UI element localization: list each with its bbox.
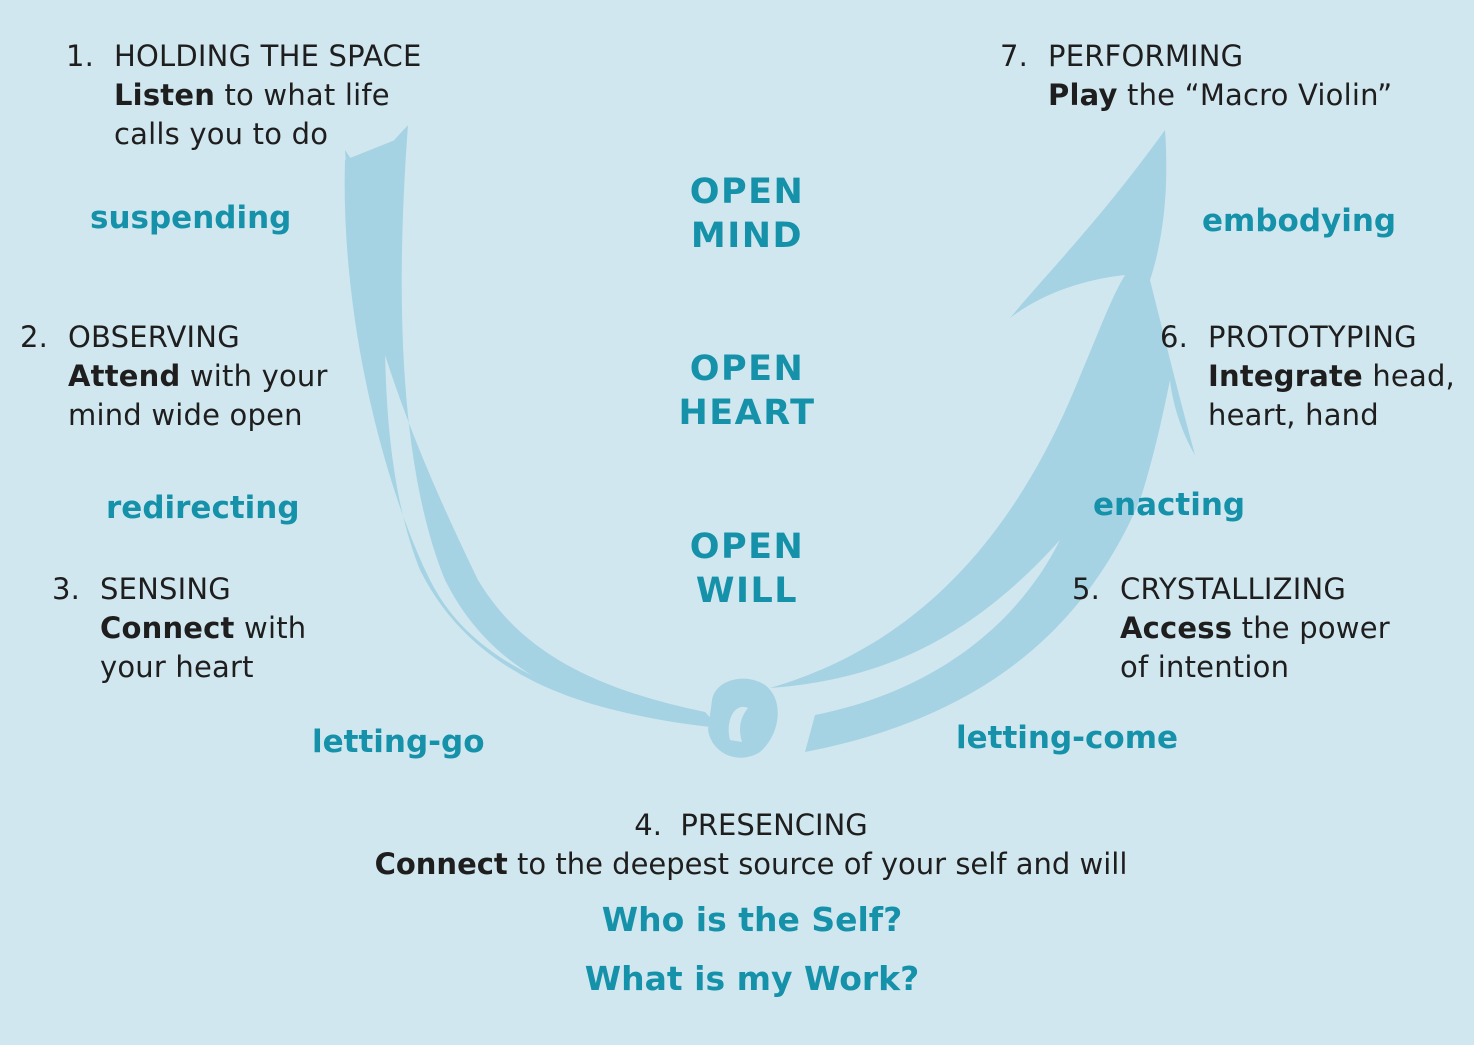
process-suspending: suspending [90, 200, 292, 236]
stage-lead: Access [1120, 611, 1233, 645]
stage-lead: Connect [100, 611, 235, 645]
stage-number: 1. [66, 39, 95, 73]
open-will-line2: WILL [695, 571, 799, 611]
open-heart: OPEN HEART [627, 347, 867, 435]
stage-2-observing: 2. OBSERVING Attend with your mind wide o… [20, 318, 328, 435]
stage-number: 5. [1072, 572, 1101, 606]
stage-6-prototyping: 6. PROTOTYPING Integrate head, heart, han… [1160, 318, 1455, 435]
open-mind-line2: MIND [690, 216, 804, 256]
stage-text: to what life [215, 78, 390, 112]
stage-number: 3. [52, 572, 81, 606]
open-mind: OPEN MIND [627, 170, 867, 258]
stage-title: CRYSTALLIZING [1120, 572, 1347, 606]
stage-number: 7. [1000, 39, 1029, 73]
stage-text: with [234, 611, 307, 645]
stage-text: to the deepest source of your self and w… [507, 847, 1128, 881]
stage-title: PROTOTYPING [1208, 320, 1417, 354]
stage-text-line2: calls you to do [114, 117, 329, 151]
process-letting-go: letting-go [312, 724, 485, 760]
question-what-is-my-work: What is my Work? [584, 959, 920, 998]
stage-text: the power [1232, 611, 1390, 645]
open-will: OPEN WILL [627, 525, 867, 613]
open-heart-line2: HEART [678, 393, 816, 433]
stage-4-presencing: 4. PRESENCING Connect to the deepest sou… [0, 806, 1474, 884]
stage-number: 6. [1160, 320, 1189, 354]
stage-text-line2: heart, hand [1208, 398, 1379, 432]
process-letting-come: letting-come [956, 720, 1179, 756]
stage-5-crystallizing: 5. CRYSTALLIZING Access the power of inte… [1072, 570, 1390, 687]
stage-title: SENSING [100, 572, 231, 606]
process-enacting: enacting [1093, 487, 1246, 523]
stage-title: HOLDING THE SPACE [114, 39, 422, 73]
process-redirecting: redirecting [106, 490, 300, 526]
bottom-swirl [708, 678, 778, 758]
stage-text: the “Macro Violin” [1117, 78, 1393, 112]
open-will-line1: OPEN [689, 527, 805, 567]
question-who-is-the-self: Who is the Self? [601, 900, 903, 939]
process-embodying: embodying [1202, 203, 1397, 239]
stage-lead: Listen [114, 78, 216, 112]
left-descending-stroke-inner [344, 140, 700, 725]
stage-1-holding-the-space: 1.HOLDING THE SPACE Listen to what life … [66, 37, 421, 154]
stage-text-line2: your heart [100, 650, 254, 684]
stage-7-performing: 7. PERFORMING Play the “Macro Violin” [1000, 37, 1392, 115]
bottom-swirl-highlight [728, 706, 748, 742]
stage-text: with your [180, 359, 328, 393]
stage-title: PRESENCING [680, 808, 868, 842]
stage-number: 4. [634, 808, 662, 842]
stage-text-line2: of intention [1120, 650, 1290, 684]
stage-text: head, [1362, 359, 1455, 393]
open-heart-line1: OPEN [689, 349, 805, 389]
stage-text-line2: mind wide open [68, 398, 303, 432]
stage-number: 2. [20, 320, 49, 354]
stage-lead: Connect [374, 847, 508, 881]
stage-lead: Play [1048, 78, 1118, 112]
open-mind-line1: OPEN [689, 172, 805, 212]
stage-lead: Integrate [1208, 359, 1363, 393]
stage-lead: Attend [68, 359, 181, 393]
stage-title: PERFORMING [1048, 39, 1244, 73]
stage-3-sensing: 3. SENSING Connect with your heart [52, 570, 306, 687]
stage-title: OBSERVING [68, 320, 240, 354]
right-ascending-stroke [770, 130, 1195, 752]
